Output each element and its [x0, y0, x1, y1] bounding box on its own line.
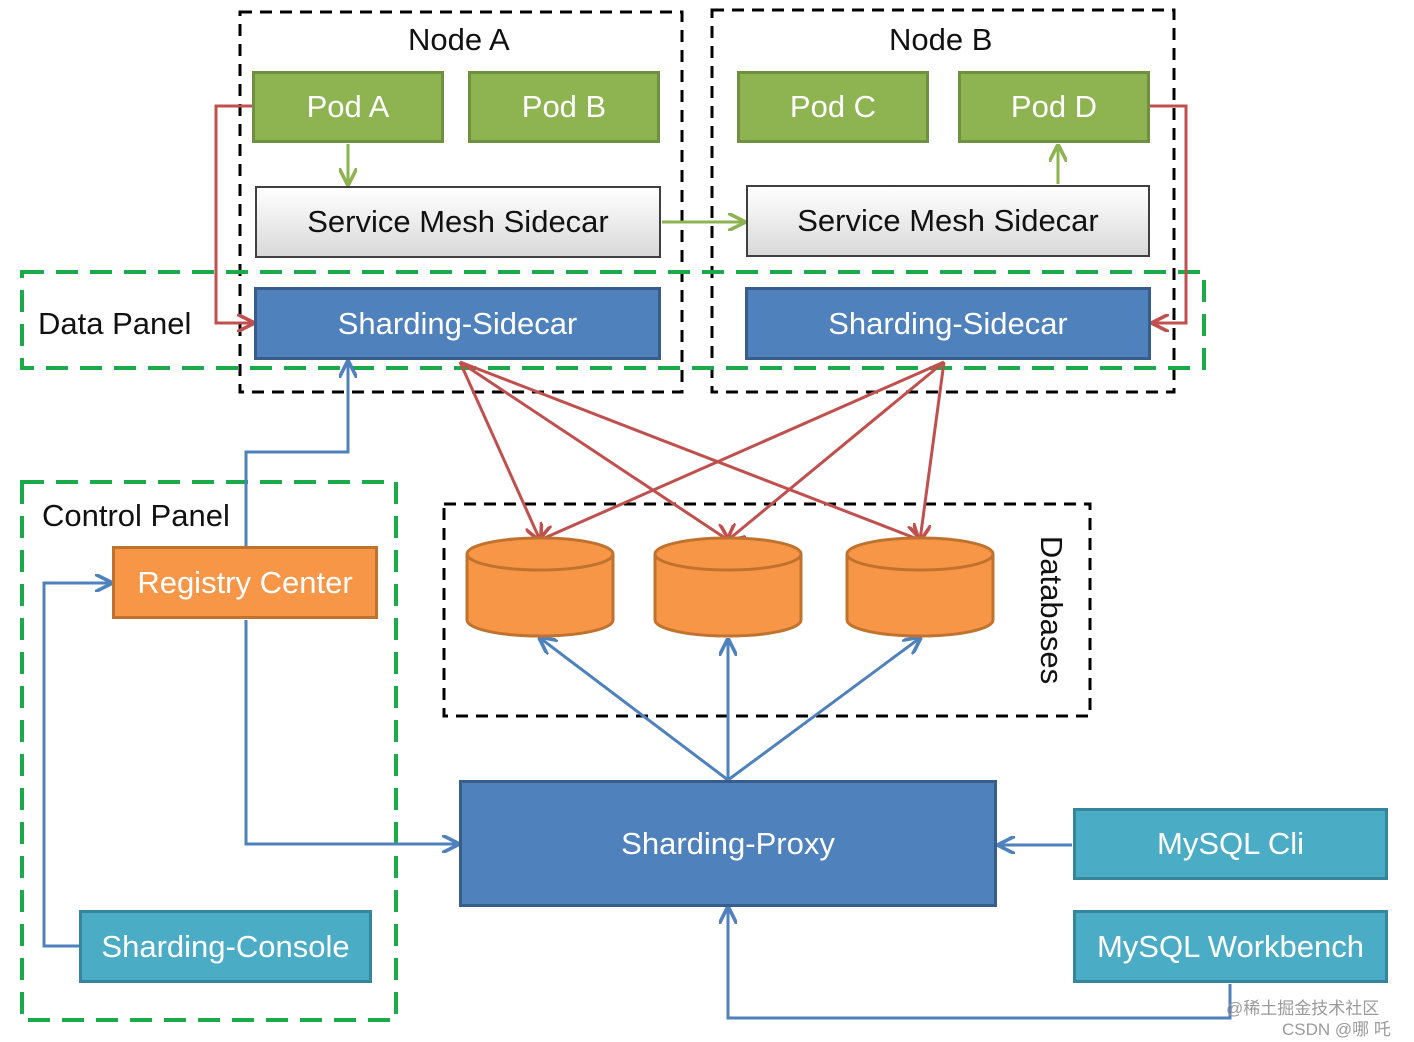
watermark-line-1: @稀土掘金技术社区: [1226, 999, 1380, 1018]
sharding-console: Sharding-Console: [79, 910, 372, 983]
watermark-line-2: CSDN @哪 吒: [1282, 1020, 1391, 1039]
edge-proxy-db3: [727, 638, 920, 782]
pod-b: Pod B: [468, 71, 660, 143]
edge-poda-to-sidecar: [214, 104, 253, 323]
edge-sidecar-b-db3: [920, 361, 946, 540]
edge-sidecar-b-db2: [728, 360, 945, 540]
node-a-label: Node A: [408, 22, 510, 57]
databases-label: Databases: [1034, 535, 1069, 685]
sharding-sidecar-a: Sharding-Sidecar: [254, 287, 661, 360]
edge-proxy-db1: [540, 638, 729, 782]
service-mesh-sidecar-a: Service Mesh Sidecar: [255, 186, 661, 258]
pod-c: Pod C: [737, 71, 929, 143]
edge-sidecar-b-db1: [540, 360, 945, 540]
edge-console-to-registry: [42, 583, 111, 948]
data-panel-label: Data Panel: [38, 306, 192, 341]
edge-sidecar-a-db1: [458, 361, 540, 540]
control-panel-label: Control Panel: [42, 498, 230, 533]
databases-group: [442, 502, 1092, 718]
edge-podd-to-sidecar: [1150, 104, 1188, 323]
sharding-proxy: Sharding-Proxy: [459, 780, 997, 907]
control-panel-group: [20, 480, 398, 1022]
mysql-workbench: MySQL Workbench: [1073, 910, 1388, 983]
pod-d: Pod D: [958, 71, 1150, 143]
database-cylinder-2: [653, 536, 803, 638]
registry-center: Registry Center: [112, 546, 378, 619]
edge-sidecar-a-db3: [459, 360, 920, 540]
edge-registry-to-sidecar: [244, 362, 348, 546]
node-a-group: [238, 10, 684, 394]
mysql-cli: MySQL Cli: [1073, 808, 1388, 880]
edge-registry-to-proxy: [244, 620, 458, 844]
data-panel-group: [20, 270, 1206, 370]
database-cylinder-3: [845, 536, 995, 638]
sharding-sidecar-b: Sharding-Sidecar: [745, 287, 1151, 360]
edge-sidecar-a-db2: [459, 360, 728, 540]
service-mesh-sidecar-b: Service Mesh Sidecar: [746, 185, 1150, 257]
database-cylinder-1: [465, 536, 615, 638]
node-b-label: Node B: [889, 22, 993, 57]
pod-a: Pod A: [252, 71, 444, 143]
node-b-group: [710, 8, 1176, 394]
edge-workbench-to-proxy: [728, 908, 1232, 1020]
